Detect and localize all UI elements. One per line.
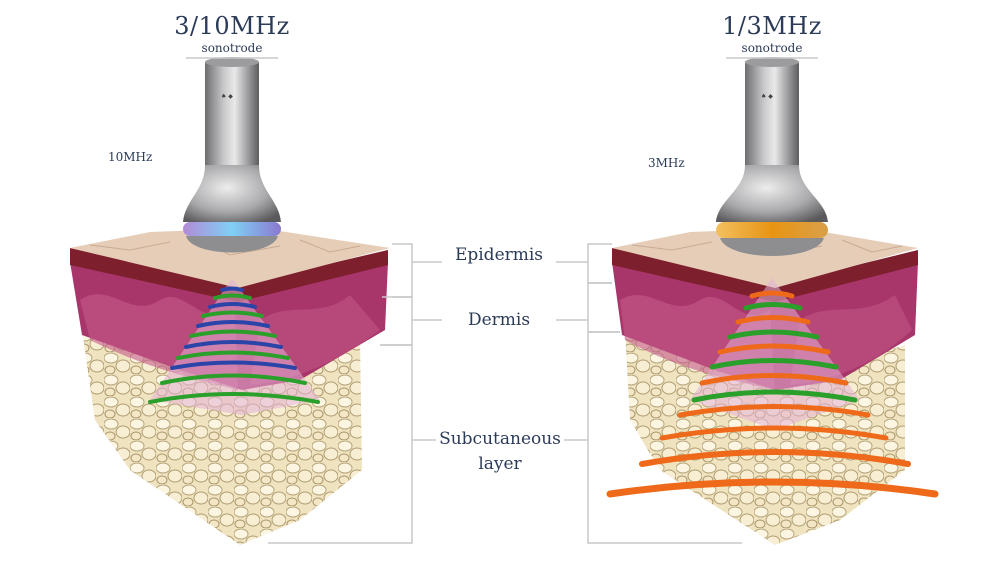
subcutaneous-label-line2: layer <box>478 454 522 474</box>
right-wave-green-4 <box>691 389 858 403</box>
right-sonotrode-ring <box>716 222 828 238</box>
dermis-label: Dermis <box>467 310 531 330</box>
left-wave-blue-4 <box>184 340 283 349</box>
right-device-title: 1/3MHz <box>722 12 822 40</box>
left-wave-blue-5 <box>170 360 297 370</box>
left-wave-green-3 <box>189 329 277 338</box>
left-wave-green-2 <box>201 310 264 318</box>
right-wave-orange-6 <box>659 425 889 441</box>
left-frequency-label: 10MHz <box>108 150 153 164</box>
right-sonotrode-shaft <box>745 60 799 180</box>
left-skin-block <box>70 228 390 545</box>
right-wave-orange-7 <box>639 449 911 467</box>
left-wave-blue-3 <box>196 320 270 328</box>
right-wave-orange-1 <box>749 290 795 299</box>
left-sonotrode-ring <box>183 222 281 236</box>
right-skin-surface <box>612 228 918 288</box>
layer-connector-lines <box>268 243 742 544</box>
right-wave-green-2 <box>727 329 820 340</box>
left-wave-group <box>148 286 320 404</box>
right-device-subtitle: sonotrode <box>741 41 803 55</box>
left-sonotrode-shaft <box>205 60 259 180</box>
right-sonotrode: ♠ ◆ <box>716 57 828 256</box>
left-sonotrode: ♠ ◆ <box>183 57 281 253</box>
left-wave-blue-2 <box>208 302 257 309</box>
left-beam-cone <box>150 278 320 415</box>
left-sonotrode-bulb <box>183 165 281 222</box>
left-wave-green-4 <box>176 350 290 360</box>
right-sonotrode-bulb <box>716 165 828 222</box>
right-wave-orange-8 <box>606 478 939 498</box>
right-wave-group <box>606 290 939 498</box>
left-wave-green-1 <box>213 293 252 300</box>
left-device-title: 3/10MHz <box>174 12 290 40</box>
subcutaneous-label-line1: Subcutaneous <box>439 429 561 449</box>
right-wave-orange-2 <box>735 315 811 325</box>
right-wave-orange-5 <box>677 404 871 418</box>
right-frequency-label: 3MHz <box>648 156 685 170</box>
left-device-subtitle: sonotrode <box>201 41 263 55</box>
left-skin-surface <box>70 228 390 288</box>
epidermis-label: Epidermis <box>454 245 544 265</box>
left-sonotrode-engraving: ♠ ◆ <box>221 93 233 100</box>
left-wave-green-6 <box>148 392 320 404</box>
right-wave-orange-4 <box>699 373 849 386</box>
right-wave-orange-3 <box>717 343 831 355</box>
right-wave-green-3 <box>709 358 839 370</box>
left-wave-blue-1 <box>220 286 244 292</box>
right-sonotrode-engraving: ♠ ◆ <box>761 93 773 100</box>
right-wave-green-1 <box>743 302 803 311</box>
right-skin-block <box>612 228 918 545</box>
left-wave-green-5 <box>160 373 307 385</box>
